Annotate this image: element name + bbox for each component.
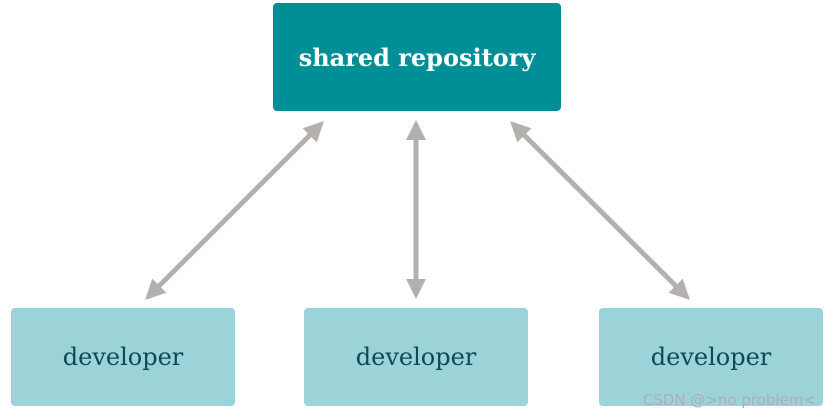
developer-label-1: developer bbox=[62, 343, 184, 371]
developer-label-2: developer bbox=[355, 343, 477, 371]
watermark-text: CSDN @>no problem< bbox=[642, 391, 816, 409]
shared-repository-label: shared repository bbox=[298, 42, 536, 72]
arrow-repository-developer-3 bbox=[510, 121, 690, 300]
developer-box-3: developer bbox=[599, 308, 823, 406]
shared-repository-box: shared repository bbox=[273, 3, 561, 111]
developer-box-2: developer bbox=[304, 308, 528, 406]
developer-label-3: developer bbox=[650, 343, 772, 371]
arrow-repository-developer-1 bbox=[145, 121, 324, 300]
developer-box-1: developer bbox=[11, 308, 235, 406]
